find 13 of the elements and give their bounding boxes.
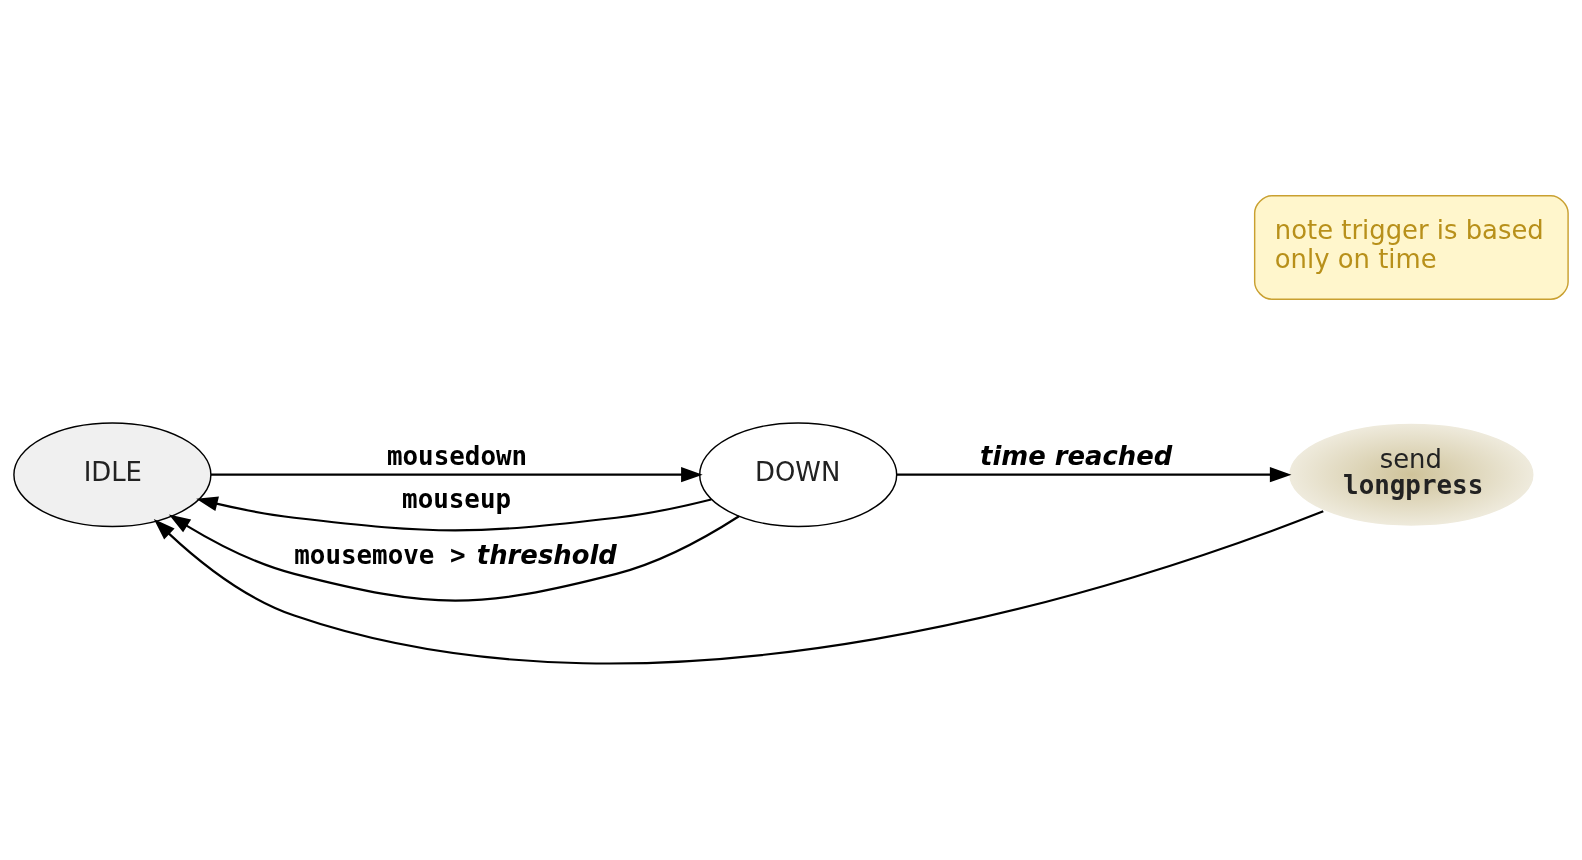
arrow bbox=[196, 496, 712, 532]
edge-label: mousedown bbox=[387, 441, 528, 472]
node-box: note trigger is based only on time bbox=[1253, 195, 1569, 300]
edge-label: mousemove > threshold bbox=[294, 540, 617, 571]
edge-label: time reached bbox=[980, 441, 1173, 472]
arrow bbox=[897, 467, 1292, 483]
arrow bbox=[153, 510, 1324, 665]
node-ellipse: IDLE bbox=[13, 422, 212, 528]
arrow bbox=[168, 514, 740, 602]
node-ellipse: send longpress bbox=[1287, 422, 1535, 528]
node-ellipse: DOWN bbox=[699, 422, 898, 528]
edge-label: mouseup bbox=[402, 484, 512, 515]
arrow bbox=[210, 467, 703, 483]
